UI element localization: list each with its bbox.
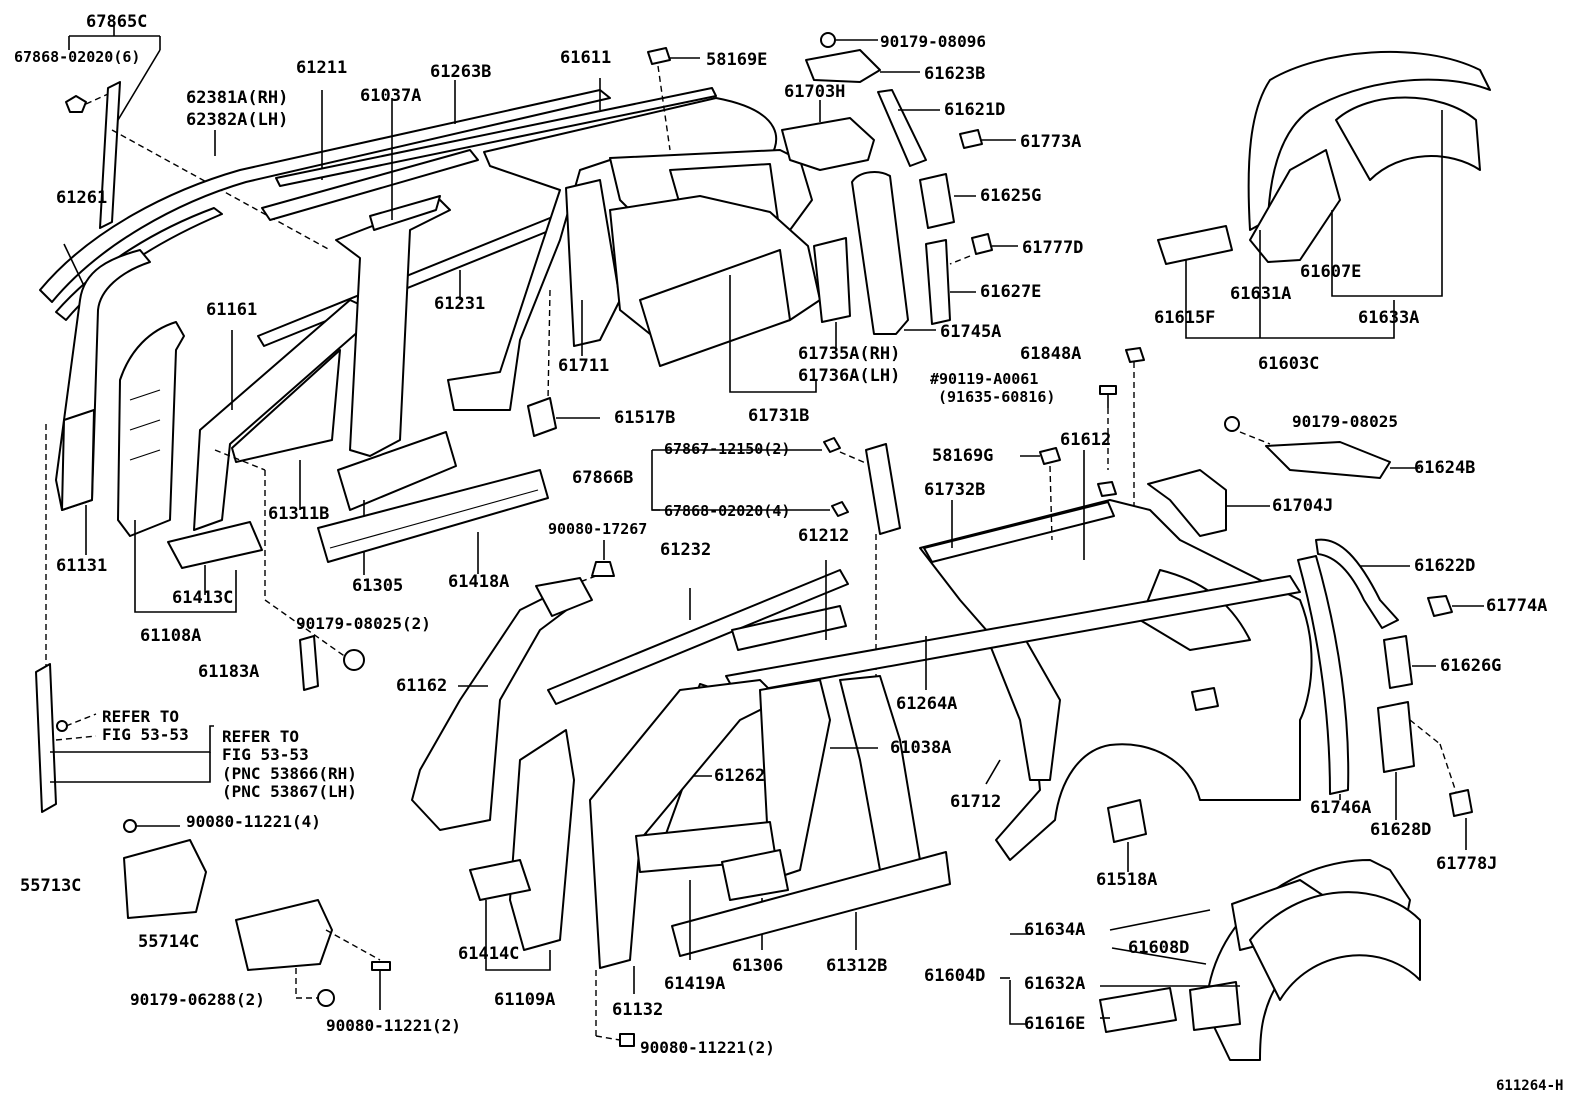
part-label-90080-11221-2-center[interactable]: 90080-11221(2) [640,1038,775,1057]
part-label-58169G[interactable]: 58169G [932,446,994,466]
part-label-61612[interactable]: 61612 [1060,430,1112,450]
part-label-61625G[interactable]: 61625G [980,186,1042,206]
part-label-61312B[interactable]: 61312B [826,956,888,976]
part-label-61261[interactable]: 61261 [56,188,108,208]
part-label-61604D[interactable]: 61604D [924,966,986,986]
part-label-55714C[interactable]: 55714C [138,932,200,952]
part-label-61628D[interactable]: 61628D [1370,820,1432,840]
refer-note-2: REFER TO FIG 53-53 (PNC 53866(RH) (PNC 5… [222,727,357,802]
part-label-90080-17267[interactable]: 90080-17267 [548,520,648,538]
part-label-67865C[interactable]: 67865C [86,12,148,32]
part-label-61631A[interactable]: 61631A [1230,284,1292,304]
refer-note-2-line2: FIG 53-53 [222,745,309,765]
part-label-61211[interactable]: 61211 [296,58,348,78]
part-label-67867-12150-2[interactable]: 67867-12150(2) [664,440,791,458]
part-label-61311B[interactable]: 61311B [268,504,330,524]
part-label-61232[interactable]: 61232 [660,540,712,560]
part-label-61108A[interactable]: 61108A [140,626,202,646]
part-label-61778J[interactable]: 61778J [1436,854,1498,874]
part-label-61745A[interactable]: 61745A [940,322,1002,342]
part-label-61735A[interactable]: 61735A(RH) [798,344,901,364]
part-label-58169E[interactable]: 58169E [706,50,768,70]
part-label-90179-08025[interactable]: 90179-08025 [1292,412,1398,431]
part-label-61777D[interactable]: 61777D [1022,238,1084,258]
part-label-61607E[interactable]: 61607E [1300,262,1362,282]
part-label-61263B[interactable]: 61263B [430,62,492,82]
part-label-67868-02020-6[interactable]: 67868-02020(6) [14,48,141,66]
part-label-90119-A0061[interactable]: #90119-A0061 [930,370,1039,388]
figure-reference: 611264-H [1496,1078,1564,1094]
part-label-61616E[interactable]: 61616E [1024,1014,1086,1034]
part-label-61622D[interactable]: 61622D [1414,556,1476,576]
part-label-61615F[interactable]: 61615F [1154,308,1216,328]
part-label-61305[interactable]: 61305 [352,576,404,596]
refer-note-1: REFER TO FIG 53-53 [102,707,189,745]
part-label-61306[interactable]: 61306 [732,956,784,976]
part-label-61418A[interactable]: 61418A [448,572,510,592]
part-label-62382A[interactable]: 62382A(LH) [186,110,289,130]
part-label-61109A[interactable]: 61109A [494,990,556,1010]
part-label-67868-02020-4[interactable]: 67868-02020(4) [664,502,791,520]
part-label-61774A[interactable]: 61774A [1486,596,1548,616]
part-label-61731B[interactable]: 61731B [748,406,810,426]
part-label-61518A[interactable]: 61518A [1096,870,1158,890]
part-label-90080-11221-2-left[interactable]: 90080-11221(2) [326,1016,461,1035]
part-label-61621D[interactable]: 61621D [944,100,1006,120]
part-label-61711[interactable]: 61711 [558,356,610,376]
part-label-90179-08096[interactable]: 90179-08096 [880,32,986,51]
part-label-61611[interactable]: 61611 [560,48,612,68]
part-label-61517B[interactable]: 61517B [614,408,676,428]
part-label-61162[interactable]: 61162 [396,676,448,696]
part-label-55713C[interactable]: 55713C [20,876,82,896]
part-label-67866B[interactable]: 67866B [572,468,634,488]
refer-note-2-line3: (PNC 53866(RH) [222,763,357,783]
part-label-90179-08025-2[interactable]: 90179-08025(2) [296,614,431,633]
part-label-91635-60816[interactable]: (91635-60816) [938,388,1056,406]
part-label-61132[interactable]: 61132 [612,1000,664,1020]
part-label-61212[interactable]: 61212 [798,526,850,546]
part-label-61413C[interactable]: 61413C [172,588,234,608]
part-label-61732B[interactable]: 61732B [924,480,986,500]
part-label-62381A[interactable]: 62381A(RH) [186,88,289,108]
refer-note-1-line1: REFER TO [102,707,180,726]
part-label-61626G[interactable]: 61626G [1440,656,1502,676]
part-label-61634A[interactable]: 61634A [1024,920,1086,940]
part-label-61183A[interactable]: 61183A [198,662,260,682]
part-label-61773A[interactable]: 61773A [1020,132,1082,152]
part-label-90080-11221-4[interactable]: 90080-11221(4) [186,812,321,831]
part-label-61633A[interactable]: 61633A [1358,308,1420,328]
part-label-61703H[interactable]: 61703H [784,82,846,102]
part-label-61848A[interactable]: 61848A [1020,344,1082,364]
part-label-61704J[interactable]: 61704J [1272,496,1334,516]
part-label-90179-06288-2[interactable]: 90179-06288(2) [130,990,265,1009]
part-label-61608D[interactable]: 61608D [1128,938,1190,958]
refer-note-2-line1: REFER TO [222,727,300,746]
part-label-61603C[interactable]: 61603C [1258,354,1320,374]
part-label-61414C[interactable]: 61414C [458,944,520,964]
part-label-61264A[interactable]: 61264A [896,694,958,714]
part-label-61161[interactable]: 61161 [206,300,258,320]
part-label-61262[interactable]: 61262 [714,766,766,786]
refer-note-1-line2: FIG 53-53 [102,725,189,745]
part-label-61623B[interactable]: 61623B [924,64,986,84]
part-label-61712[interactable]: 61712 [950,792,1002,812]
part-label-61419A[interactable]: 61419A [664,974,726,994]
refer-note-2-line4: (PNC 53867(LH) [222,782,357,802]
part-label-61736A[interactable]: 61736A(LH) [798,366,901,386]
part-label-61624B[interactable]: 61624B [1414,458,1476,478]
part-label-61627E[interactable]: 61627E [980,282,1042,302]
part-label-61746A[interactable]: 61746A [1310,798,1372,818]
part-label-61038A[interactable]: 61038A [890,738,952,758]
part-label-61632A[interactable]: 61632A [1024,974,1086,994]
part-label-61131[interactable]: 61131 [56,556,108,576]
part-label-61231[interactable]: 61231 [434,294,486,314]
part-label-61037A[interactable]: 61037A [360,86,422,106]
